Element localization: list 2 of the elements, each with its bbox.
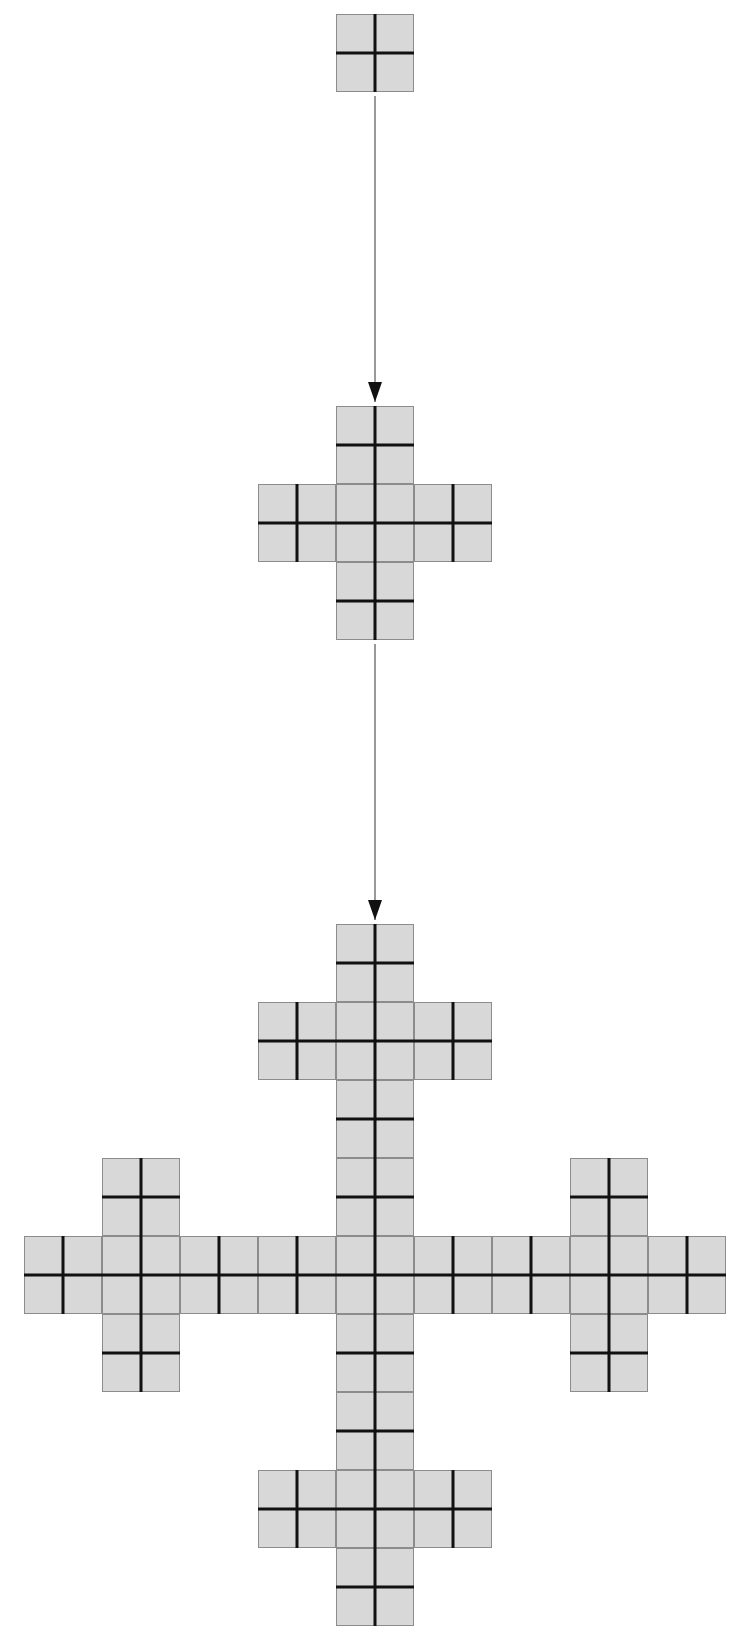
- arrow: [368, 95, 382, 403]
- arrow: [368, 643, 382, 921]
